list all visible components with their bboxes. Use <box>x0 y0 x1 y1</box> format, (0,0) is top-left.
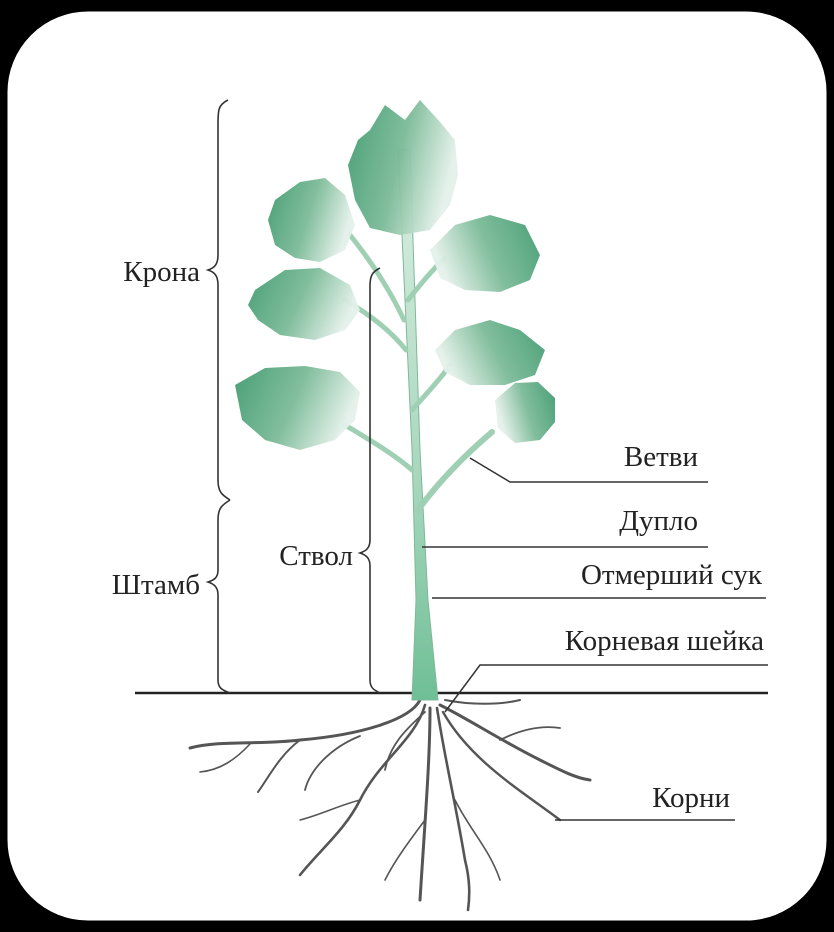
label-kornevaya-sheyka: Корневая шейка <box>565 625 764 657</box>
label-vetvi: Ветви <box>624 441 698 473</box>
label-duplo: Дупло <box>619 505 698 537</box>
label-stvol: Ствол <box>279 540 353 572</box>
label-otmershiy-suk: Отмерший сук <box>581 559 763 591</box>
label-shtamb: Штамб <box>112 569 200 601</box>
label-korni: Корни <box>652 782 730 814</box>
label-krona: Крона <box>123 256 200 288</box>
